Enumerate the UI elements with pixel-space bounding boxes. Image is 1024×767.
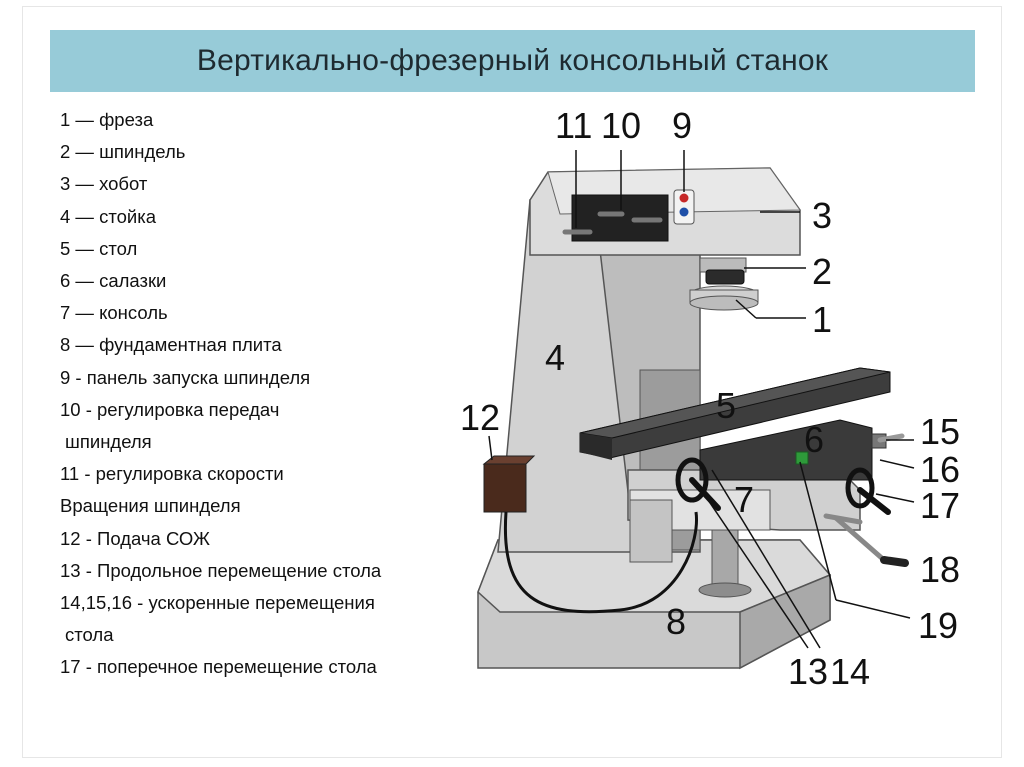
- callout-13: 13: [788, 651, 828, 692]
- legend-item: Вращения шпинделя: [60, 495, 241, 517]
- callout-15: 15: [920, 411, 960, 452]
- legend-item: 17 - поперечное перемещение стола: [60, 656, 377, 678]
- callout-19: 19: [918, 605, 958, 646]
- legend-item: 13 - Продольное перемещение стола: [60, 559, 382, 581]
- lever-15: [871, 433, 905, 449]
- callout-16: 16: [920, 449, 960, 490]
- callout-14: 14: [830, 651, 870, 692]
- legend-item: 1 — фреза: [60, 109, 154, 130]
- legend-item: 6 — салазки: [60, 270, 167, 292]
- title-bar: Вертикально-фрезерный консольный станок: [50, 30, 975, 92]
- callout-3: 3: [812, 195, 832, 236]
- legend-item: 7 — консоль: [60, 302, 168, 324]
- callout-17: 17: [920, 485, 960, 526]
- legend-item: 5 — стол: [60, 237, 138, 259]
- callout-12: 12: [460, 397, 500, 438]
- crank-18: [823, 513, 909, 567]
- callout-10: 10: [601, 105, 641, 146]
- cutter: [689, 285, 759, 311]
- callout-11: 11: [555, 105, 592, 146]
- spindle: [699, 257, 747, 285]
- legend-item: 8 — фундаментная плита: [60, 334, 282, 356]
- legend-list: 1 — фреза 2 — шпиндель 3 — хобот 4 — сто…: [60, 104, 450, 684]
- callout-2: 2: [812, 251, 832, 292]
- legend-item: 2 — шпиндель: [60, 141, 186, 163]
- legend-item: 10 - регулировка передач: [60, 398, 280, 420]
- callout-6: 6: [804, 419, 824, 460]
- callout-18: 18: [920, 549, 960, 590]
- callout-9: 9: [672, 105, 692, 146]
- legend-item: 14,15,16 - ускоренные перемещения: [60, 592, 375, 614]
- leader-lines: [488, 150, 915, 649]
- legend-item: 12 - Подача СОЖ: [60, 527, 210, 549]
- handwheel-longitudinal: [675, 457, 721, 511]
- green-button: [795, 451, 809, 465]
- legend-item: 11 - регулировка скорости: [60, 463, 284, 485]
- saddle: [699, 419, 873, 481]
- callout-4: 4: [545, 337, 565, 378]
- page-title: Вертикально-фрезерный консольный станок: [196, 44, 829, 77]
- callout-8: 8: [666, 601, 686, 642]
- table: [579, 367, 891, 460]
- legend-item: 3 — хобот: [60, 173, 148, 195]
- legend-item: шпинделя: [65, 431, 152, 453]
- legend-item: 9 - панель запуска шпинделя: [60, 366, 311, 388]
- callout-5: 5: [716, 385, 736, 426]
- overarm: [529, 167, 801, 256]
- legend-item: 4 — стойка: [60, 205, 156, 227]
- legend-item: стола: [65, 624, 114, 646]
- callout-7: 7: [734, 479, 754, 520]
- handwheel-cross: [845, 467, 891, 515]
- callout-1: 1: [812, 299, 832, 340]
- coolant-box: [482, 455, 698, 614]
